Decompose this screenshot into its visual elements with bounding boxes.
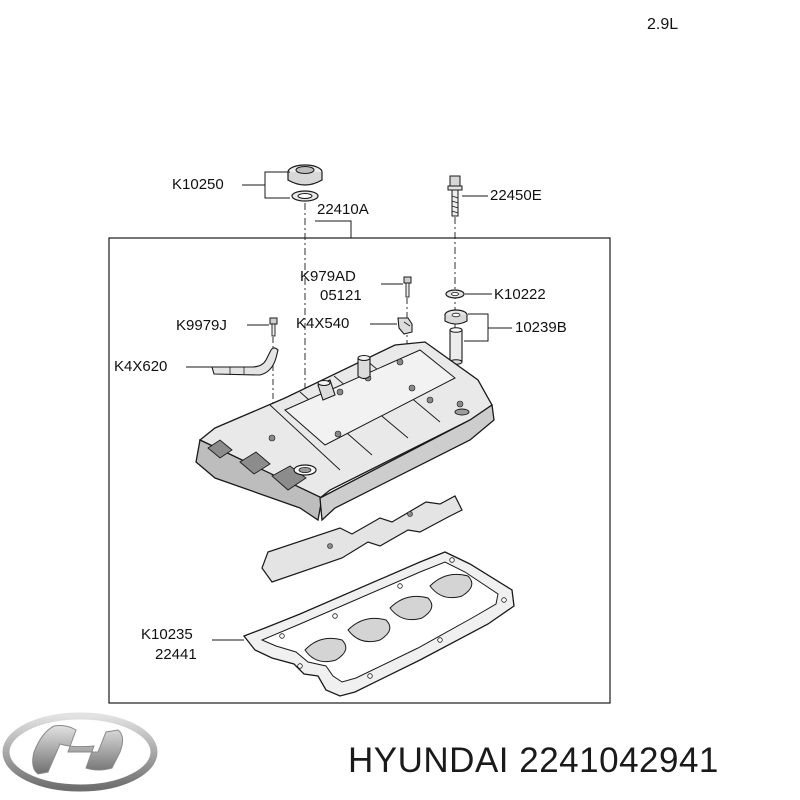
part-label-05121: 05121: [320, 287, 362, 304]
valve-cover-part: [195, 341, 495, 522]
clip-k4x540-part: [397, 317, 413, 335]
assembly-frame: [108, 237, 611, 704]
part-label-k10250: K10250: [172, 176, 224, 193]
part-label-k10235: K10235: [141, 626, 193, 643]
grommet-10239b-part: [444, 309, 468, 325]
part-label-22450e: 22450E: [490, 187, 542, 204]
oil-filler-cap-part: [287, 164, 323, 186]
part-label-k9979j: K9979J: [176, 317, 227, 334]
part-label-k10222: K10222: [494, 286, 546, 303]
leader-k10250: [264, 171, 290, 199]
brand-part-number: HYUNDAI 2241042941: [348, 741, 719, 780]
part-label-22441: 22441: [155, 646, 197, 663]
part-label-k4x540: K4X540: [296, 315, 350, 332]
part-label-10239b: 10239B: [515, 319, 567, 336]
washer-k10222-part: [445, 289, 465, 299]
hyundai-logo-icon: [2, 712, 158, 792]
engine-size-label: 2.9L: [647, 16, 679, 33]
part-label-22410a: 22410A: [317, 201, 369, 218]
leader-10239b: [464, 313, 489, 342]
sleeve-10239b-part: [449, 327, 463, 365]
bolt-k9979j-part: [269, 317, 278, 337]
part-label-k979ad: K979AD: [300, 268, 356, 285]
filler-cap-seal-part: [291, 190, 319, 202]
baffle-plate-part: [261, 495, 463, 583]
cover-gasket-part: [242, 551, 515, 697]
part-label-k4x620: K4X620: [114, 358, 168, 375]
assembly-bracket: [315, 220, 352, 238]
breather-hose-k4x620-part: [211, 347, 279, 376]
bolt-22450e-part: [447, 175, 463, 217]
bolt-k979ad-part: [403, 276, 412, 298]
